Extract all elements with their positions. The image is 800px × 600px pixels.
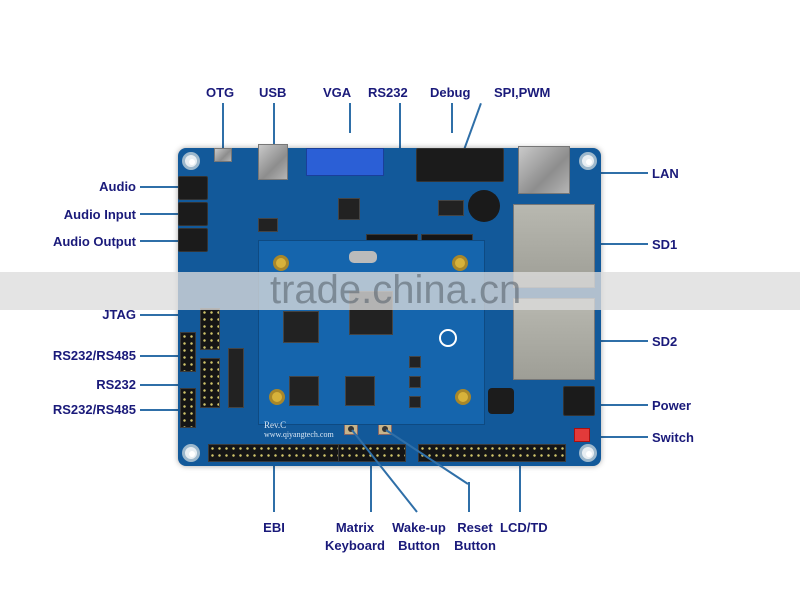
module-standoff [455, 389, 471, 405]
regulator [409, 356, 421, 368]
mount-hole-bl [182, 444, 200, 462]
label-rs232-rs485-2: RS232/RS485 [52, 402, 136, 417]
silkscreen-rev: Rev.C [264, 420, 287, 430]
label-audio: Audio [99, 179, 136, 194]
label-wakeup-button: Wake-up Button [392, 520, 446, 553]
label-jtag: JTAG [102, 307, 136, 322]
audio-input-jack [178, 202, 208, 226]
audio-output-jack [178, 228, 208, 252]
memory-chip [345, 376, 375, 406]
label-vga: VGA [323, 85, 352, 100]
leader-line-vga [349, 103, 351, 133]
lcd-header [418, 444, 566, 462]
chip [228, 348, 244, 408]
leader-line-ebi [273, 460, 275, 512]
leader-line-audio [140, 186, 190, 188]
chip [438, 200, 464, 216]
leader-line-power [590, 404, 648, 406]
silkscreen-url: www.qiyangtech.com [264, 430, 334, 439]
jtag-header [200, 308, 220, 350]
sd2-slot [513, 298, 595, 380]
label-audio-input: Audio Input [63, 207, 136, 222]
mount-hole-br [579, 444, 597, 462]
label-debug: Debug [430, 85, 471, 100]
label-otg: OTG [206, 85, 235, 100]
leader-line-rs232-rs485-1 [140, 355, 190, 357]
label-ebi: EBI [263, 520, 285, 535]
label-matrix-keyboard: Matrix Keyboard [325, 520, 385, 553]
lan-connector [518, 146, 570, 194]
rs232-header [200, 358, 220, 408]
leader-line-lcd [519, 460, 521, 512]
label-sd2: SD2 [652, 334, 678, 349]
power-jack [563, 386, 595, 416]
chip [338, 198, 360, 220]
matrix-keyboard-header [338, 444, 406, 462]
rs232-rs485-header-2 [180, 388, 196, 428]
mount-hole-tr [579, 152, 597, 170]
leader-line-rs232-left [140, 384, 215, 386]
rs232-rs485-header-1 [180, 332, 196, 372]
module-standoff [269, 389, 285, 405]
regulator [409, 396, 421, 408]
leader-line-sd1 [590, 243, 648, 245]
leader-line-jtag [140, 314, 215, 316]
regulator [409, 376, 421, 388]
module-standoff [452, 255, 468, 271]
debug-connector [416, 148, 504, 182]
memory-chip [289, 376, 319, 406]
watermark-band [0, 272, 800, 310]
label-rs232-top: RS232 [368, 85, 408, 100]
label-usb: USB [259, 85, 287, 100]
label-lcd-td: LCD/TD [500, 520, 548, 535]
otg-connector [214, 148, 232, 162]
usb-connector [258, 144, 288, 180]
vga-connector [306, 148, 384, 176]
label-sd1: SD1 [652, 237, 678, 252]
buzzer [468, 190, 500, 222]
module-standoff [273, 255, 289, 271]
pb-free-logo [439, 329, 457, 347]
label-rs232-left: RS232 [96, 377, 136, 392]
label-audio-output: Audio Output [52, 234, 136, 249]
audio-jack [178, 176, 208, 200]
label-reset-button: Reset Button [454, 520, 496, 553]
ebi-header [208, 444, 342, 462]
label-switch: Switch [652, 430, 694, 445]
power-switch [574, 428, 590, 442]
leader-line-debug [451, 103, 453, 133]
label-rs232-rs485-1: RS232/RS485 [52, 348, 136, 363]
leader-line-audio-input [140, 213, 190, 215]
label-power: Power [652, 398, 692, 413]
leader-line-otg [222, 103, 224, 153]
crystal [349, 251, 377, 263]
label-lan: LAN [652, 166, 679, 181]
label-spi-pwm: SPI,PWM [494, 85, 551, 100]
mount-hole-tl [182, 152, 200, 170]
leader-line-sd2 [590, 340, 648, 342]
leader-line-switch [590, 436, 648, 438]
leader-line-rs232-rs485-2 [140, 409, 190, 411]
leader-line-matrix-keyboard [370, 460, 372, 512]
leader-line-audio-output [140, 240, 190, 242]
silkscreen-text: Rev.C www.qiyangtech.com [264, 420, 334, 440]
leader-line-usb [273, 103, 275, 155]
memory-chip [283, 311, 319, 343]
watermark-text: trade.china.cn [270, 268, 522, 312]
chip [258, 218, 278, 232]
leader-line-reset [468, 482, 470, 512]
inductor [488, 388, 514, 414]
